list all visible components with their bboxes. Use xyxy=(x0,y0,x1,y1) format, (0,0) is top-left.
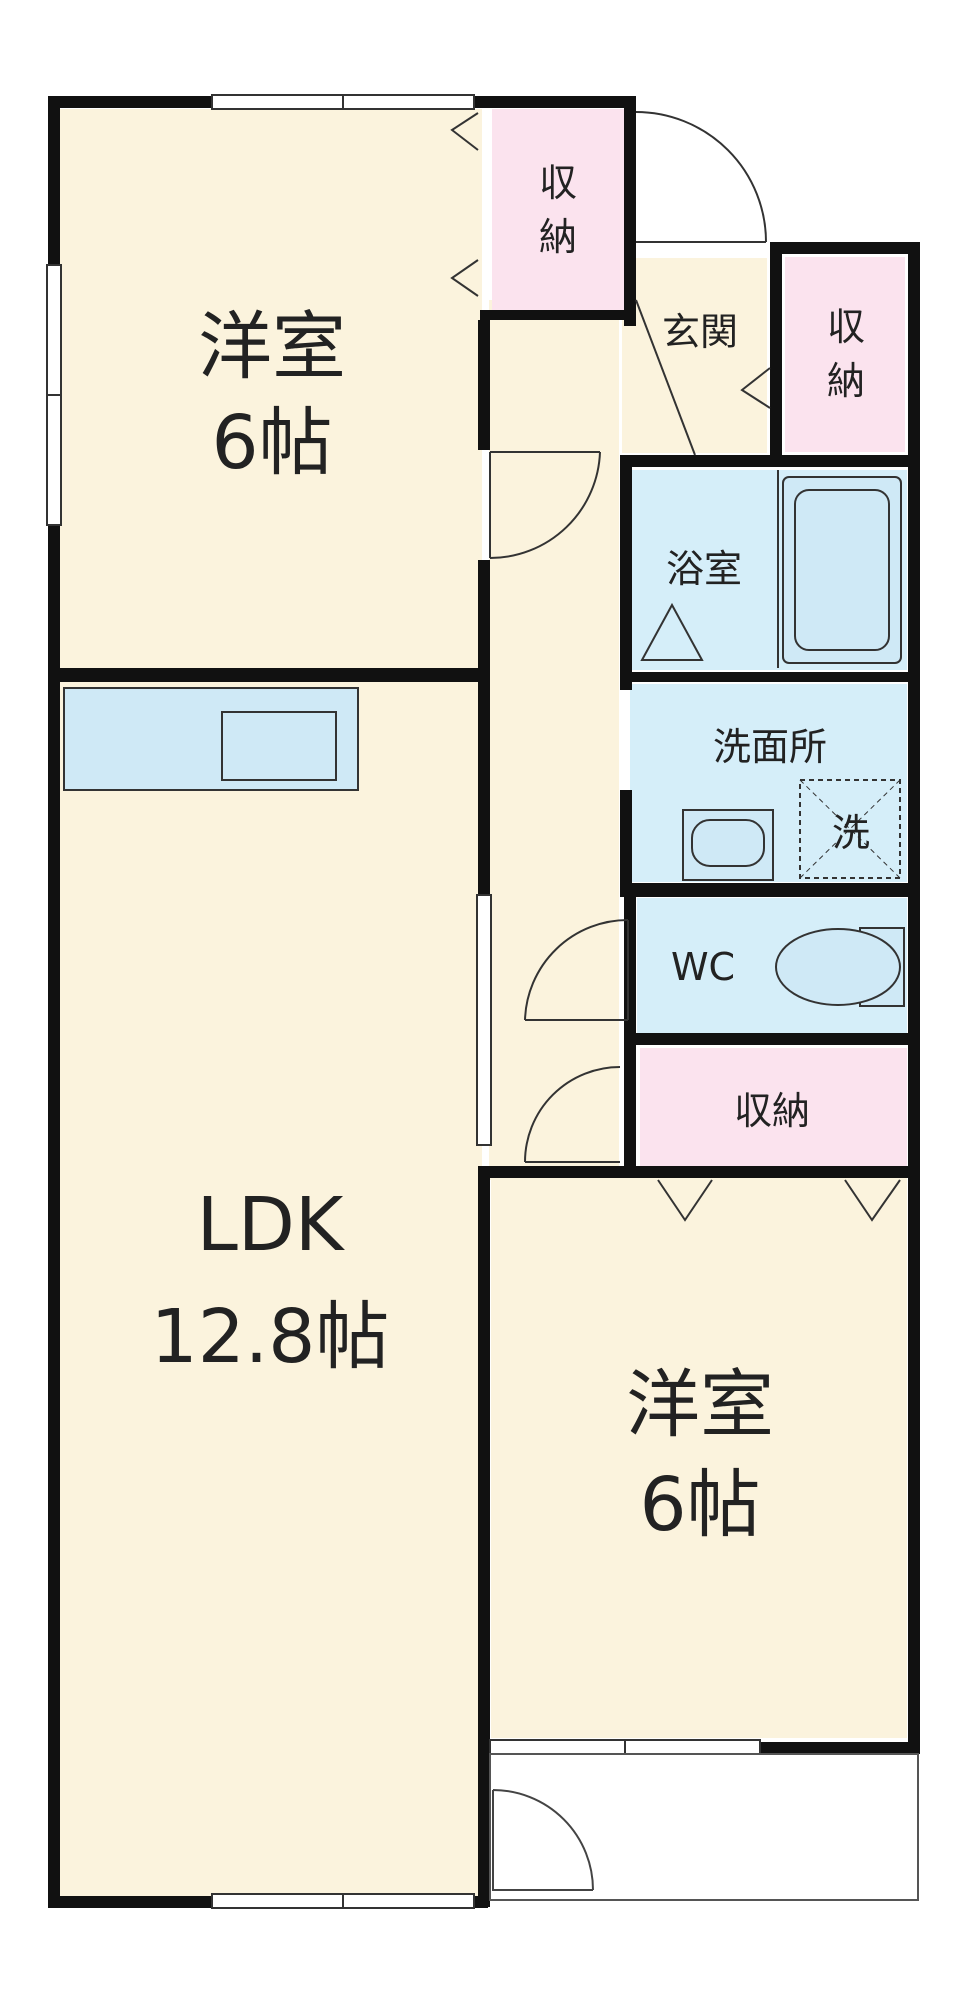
western-room-top-name: 洋室 xyxy=(198,304,346,390)
closet-top-right-label-1: 収 xyxy=(827,305,865,349)
ldk-size: 12.8帖 xyxy=(151,1294,390,1380)
western-room-top-floor xyxy=(57,109,482,669)
washbasin-bowl xyxy=(691,819,765,867)
closet-middle-label: 収納 xyxy=(734,1089,810,1133)
windows xyxy=(46,94,761,1909)
kitchen-sink xyxy=(221,711,337,781)
ldk-floor xyxy=(57,681,482,1901)
closet-top-left-label-2: 納 xyxy=(539,215,577,259)
balcony xyxy=(489,1753,919,1901)
closet-middle xyxy=(640,1048,907,1172)
ldk-name: LDK xyxy=(197,1182,346,1268)
bathroom-label: 浴室 xyxy=(666,547,742,591)
closet-top-right-label-2: 納 xyxy=(827,359,865,403)
closet-top-left-label-1: 収 xyxy=(539,161,577,205)
washing-machine-space xyxy=(799,779,901,879)
washroom-label: 洗面所 xyxy=(713,725,827,769)
western-room-bottom-name: 洋室 xyxy=(626,1362,774,1448)
entrance-label: 玄関 xyxy=(662,310,738,354)
toilet-label: WC xyxy=(671,945,735,989)
closet-top-right xyxy=(785,257,905,452)
bathtub xyxy=(782,476,902,664)
western-room-bottom-size: 6帖 xyxy=(639,1462,760,1548)
entrance-floor xyxy=(622,258,767,453)
walls xyxy=(48,96,920,1908)
hallway-floor xyxy=(489,300,619,1180)
washer-label: 洗 xyxy=(832,811,870,855)
balcony-door-swing xyxy=(492,1789,594,1891)
doors xyxy=(450,111,901,1222)
western-room-top-size: 6帖 xyxy=(211,400,332,486)
toilet-bowl xyxy=(775,928,901,1006)
washbasin xyxy=(682,809,774,881)
bathtub-inner xyxy=(794,489,890,651)
western-room-bottom-floor xyxy=(491,1178,907,1738)
closet-top-left xyxy=(492,109,627,313)
